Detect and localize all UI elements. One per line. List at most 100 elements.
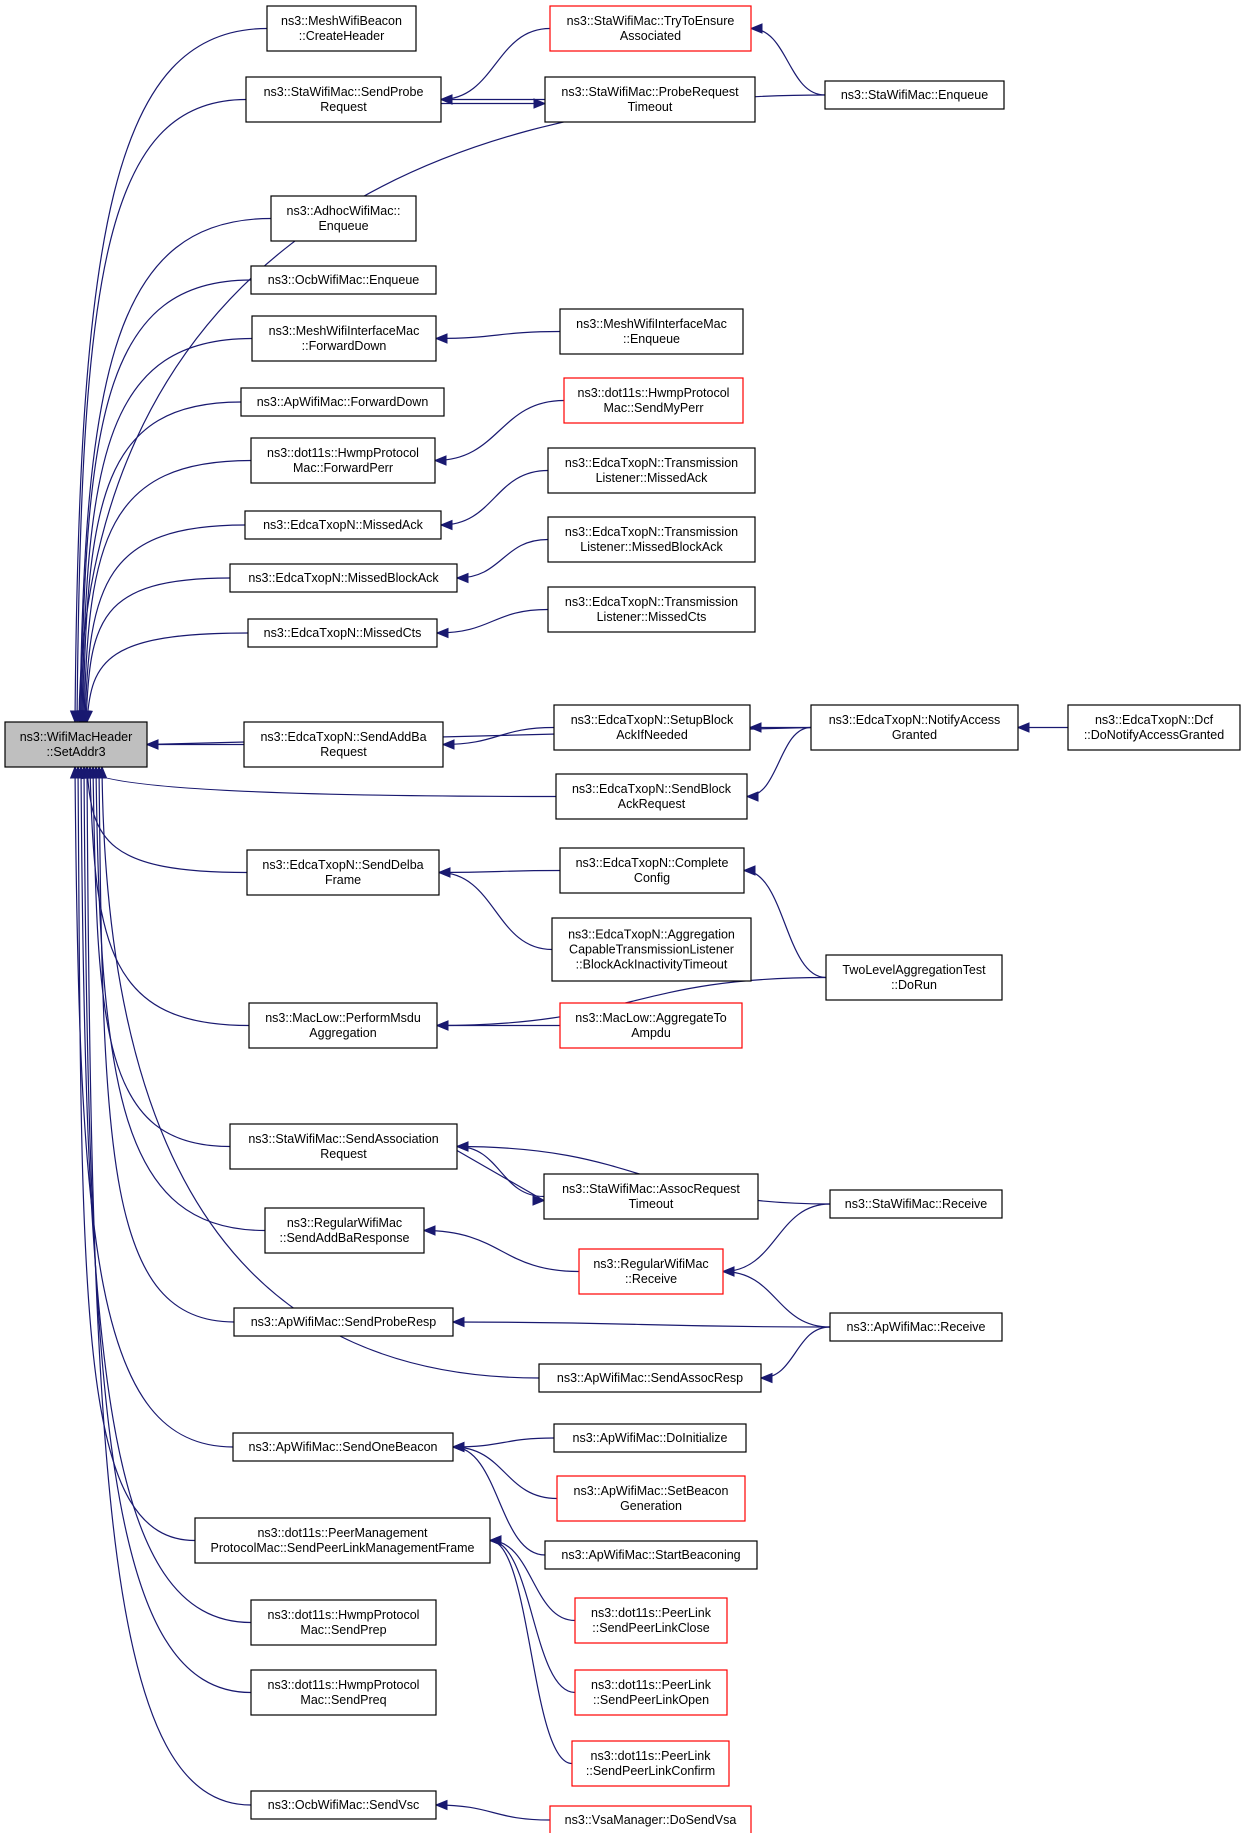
edge-sendmyperr-to-fwdperr-arrowhead [433,455,447,466]
edge-startbeaconing-to-sendonebeacon-arrowhead [451,1441,465,1453]
node-completeconfig-label-0: ns3::EdcaTxopN::Complete [576,856,729,870]
node-meshenqueue-label-0: ns3::MeshWifiInterfaceMac [576,317,727,331]
node-aggregatetoampdu-label-0: ns3::MacLow::AggregateTo [575,1011,727,1025]
node-sendaddba-box [243,721,444,768]
node-missedcts[interactable]: ns3::EdcaTxopN::MissedCts [247,618,438,648]
node-ocbenqueue-box [250,265,437,295]
node-notifyaccess-label-0: ns3::EdcaTxopN::NotifyAccess [829,713,1001,727]
node-dcfnotify[interactable]: ns3::EdcaTxopN::Dcf::DoNotifyAccessGrant… [1067,704,1241,751]
node-tlmissedcts-label-1: Listener::MissedCts [597,610,707,624]
node-completeconfig-label-1: Config [634,871,670,885]
node-doinitialize[interactable]: ns3::ApWifiMac::DoInitialize [553,1423,747,1453]
node-meshbeacon-label-0: ns3::MeshWifiBeacon [281,14,402,28]
edge-sendassoc-to-assoctimeout [456,1149,545,1202]
node-aggcapable-label-1: CapableTransmissionListener [569,943,734,957]
node-sendonebeacon-box [232,1432,454,1462]
node-peermgmt[interactable]: ns3::dot11s::PeerManagementProtocolMac::… [194,1517,491,1564]
node-setbeacongen-label-1: Generation [620,1499,682,1513]
node-tlmissedcts[interactable]: ns3::EdcaTxopN::TransmissionListener::Mi… [547,586,756,633]
node-sendproberesp-label-0: ns3::ApWifiMac::SendProbeResp [251,1315,437,1329]
node-sendprobe-box [245,76,442,123]
node-plopen[interactable]: ns3::dot11s::PeerLink::SendPeerLinkOpen [574,1669,728,1716]
node-aggcapable-label-0: ns3::EdcaTxopN::Aggregation [568,928,735,942]
node-regularreceive[interactable]: ns3::RegularWifiMac::Receive [578,1248,724,1295]
node-tlmissedack-label-1: Listener::MissedAck [596,471,709,485]
node-dosendvsa[interactable]: ns3::VsaManager::DoSendVsa [549,1805,752,1833]
node-sendassoc-label-1: Request [320,1147,367,1161]
node-apfwd[interactable]: ns3::ApWifiMac::ForwardDown [240,387,445,417]
node-fwdperr[interactable]: ns3::dot11s::HwmpProtocolMac::ForwardPer… [250,437,436,484]
edge-tlmissedcts-to-missedcts-arrowhead [435,627,449,639]
edge-sendassoc-to-root [92,766,231,1148]
edge-plconfirm-to-peermgmt [489,1539,573,1765]
node-sendprep-box [250,1599,437,1646]
edge-plconfirm-to-peermgmt-arrowhead [488,1535,502,1546]
node-plconfirm[interactable]: ns3::dot11s::PeerLink::SendPeerLinkConfi… [571,1740,730,1787]
node-ocbenqueue[interactable]: ns3::OcbWifiMac::Enqueue [250,265,437,295]
node-apfwd-box [240,387,445,417]
node-meshbeacon[interactable]: ns3::MeshWifiBeacon::CreateHeader [266,5,417,52]
node-sendproberesp[interactable]: ns3::ApWifiMac::SendProbeResp [233,1307,454,1337]
node-meshfwd[interactable]: ns3::MeshWifiInterfaceMac::ForwardDown [251,315,437,362]
edge-stareceive-to-regularreceive [722,1203,831,1273]
node-dosendvsa-label-0: ns3::VsaManager::DoSendVsa [565,1813,737,1827]
node-startbeaconing[interactable]: ns3::ApWifiMac::StartBeaconing [544,1540,758,1570]
edge-sendonebeacon-to-root [74,766,234,1448]
edge-apreceive-to-sendassocresp [760,1326,831,1379]
node-missedblockack[interactable]: ns3::EdcaTxopN::MissedBlockAck [229,563,458,593]
node-staenqueue[interactable]: ns3::StaWifiMac::Enqueue [824,80,1005,110]
edge-apreceive-to-sendproberesp [452,1321,831,1328]
node-regularreceive-label-0: ns3::RegularWifiMac [593,1257,708,1271]
edges-layer [69,23,1068,1821]
node-senddelba-label-0: ns3::EdcaTxopN::SendDelba [262,858,423,872]
node-sendaddbaresp[interactable]: ns3::RegularWifiMac::SendAddBaResponse [264,1207,425,1254]
node-sendassocresp[interactable]: ns3::ApWifiMac::SendAssocResp [538,1363,762,1393]
node-tlmissedack[interactable]: ns3::EdcaTxopN::TransmissionListener::Mi… [547,447,756,494]
node-twolevel-label-0: TwoLevelAggregationTest [842,963,986,977]
node-missedack[interactable]: ns3::EdcaTxopN::MissedAck [244,510,442,540]
node-tlmissedblockack[interactable]: ns3::EdcaTxopN::TransmissionListener::Mi… [547,516,756,563]
node-plclose[interactable]: ns3::dot11s::PeerLink::SendPeerLinkClose [574,1597,728,1644]
node-sendonebeacon[interactable]: ns3::ApWifiMac::SendOneBeacon [232,1432,454,1462]
node-apreceive[interactable]: ns3::ApWifiMac::Receive [829,1312,1003,1342]
node-fwdperr-label-1: Mac::ForwardPerr [293,461,393,475]
node-sendmyperr-label-0: ns3::dot11s::HwmpProtocol [578,386,730,400]
node-sendpreq-label-0: ns3::dot11s::HwmpProtocol [268,1678,420,1692]
node-sendproberesp-box [233,1307,454,1337]
node-meshenqueue[interactable]: ns3::MeshWifiInterfaceMac::Enqueue [559,308,744,355]
node-meshfwd-label-1: ::ForwardDown [302,339,387,353]
node-stareceive[interactable]: ns3::StaWifiMac::Receive [829,1189,1003,1219]
node-adhocenqueue[interactable]: ns3::AdhocWifiMac::Enqueue [270,195,417,242]
node-setupblockack-label-0: ns3::EdcaTxopN::SetupBlock [571,713,734,727]
node-sendassoc-label-0: ns3::StaWifiMac::SendAssociation [248,1132,438,1146]
node-sendblockackreq-label-0: ns3::EdcaTxopN::SendBlock [572,782,732,796]
node-twolevel[interactable]: TwoLevelAggregationTest::DoRun [825,954,1003,1001]
node-sendvsc[interactable]: ns3::OcbWifiMac::SendVsc [250,1790,437,1820]
edge-plclose-to-peermgmt [489,1539,576,1622]
node-notifyaccess-box [810,704,1019,751]
node-notifyaccess[interactable]: ns3::EdcaTxopN::NotifyAccessGranted [810,704,1019,751]
edge-trytoensure-to-sendprobe [440,27,551,101]
node-root[interactable]: ns3::WifiMacHeader::SetAddr3 [4,721,148,768]
edge-dcfnotify-to-notifyaccess-arrowhead [1016,722,1030,733]
node-missedack-label-0: ns3::EdcaTxopN::MissedAck [263,518,424,532]
edge-tlmissedblockack-to-missedblockack-arrowhead [455,572,469,584]
edge-twolevel-to-performmsdu-arrowhead [435,1020,449,1031]
node-aggcapable[interactable]: ns3::EdcaTxopN::AggregationCapableTransm… [551,917,752,982]
